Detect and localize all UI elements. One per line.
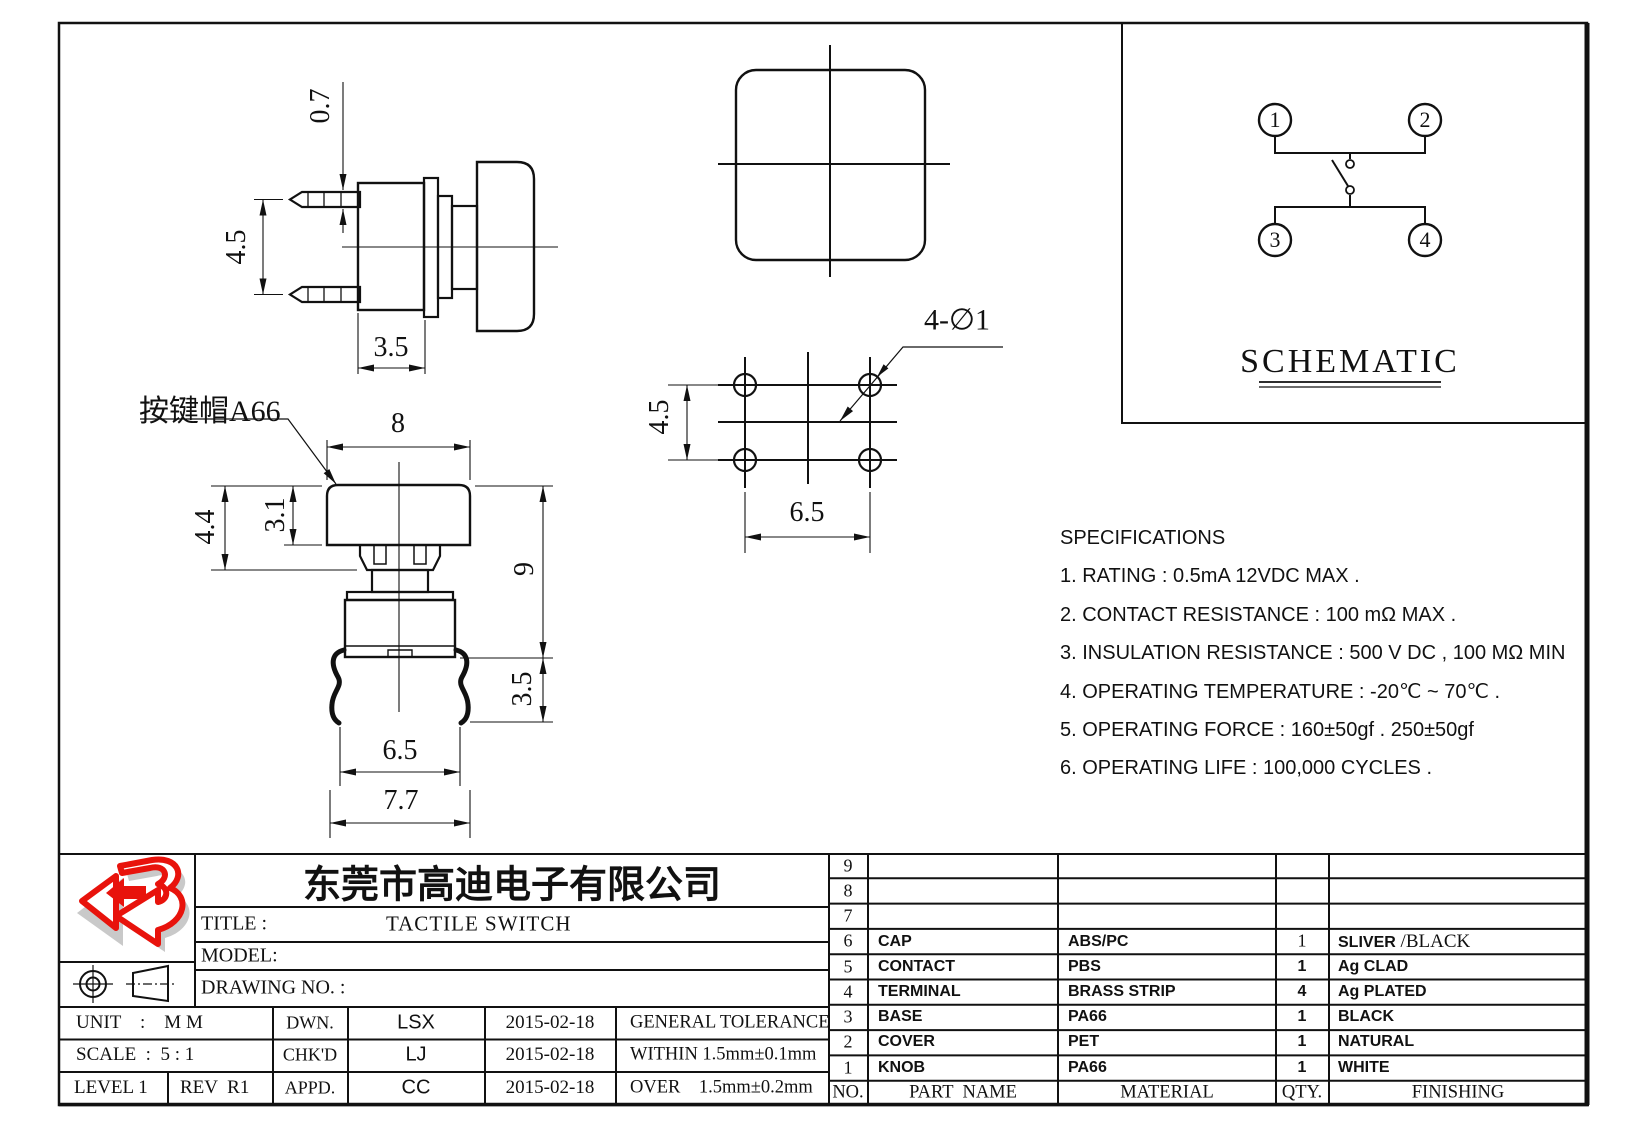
spec-item: 6. OPERATING LIFE : 100,000 CYCLES . [1060,757,1433,780]
dwn-label: DWN. [286,1012,334,1033]
header-material: MATERIAL [1120,1082,1214,1103]
part-finishing: NATURAL [1338,1033,1415,1050]
title-value: TACTILE SWITCH [386,911,572,936]
part-qty: 1 [1297,930,1307,951]
part-row-no: 1 [843,1057,853,1078]
part-finishing: Ag PLATED [1338,983,1427,1000]
part-finishing: SLIVER /BLACK [1338,931,1470,953]
part-finishing: WHITE [1338,1059,1390,1076]
dim-hole-callout: 4-∅1 [923,303,991,337]
part-qty: 1 [1297,1033,1307,1050]
dim-total-height: 9 [509,562,540,576]
part-qty: 4 [1297,983,1307,1000]
part-row-no: 4 [843,981,853,1002]
spec-item: 4. OPERATING TEMPERATURE : -20℃ ~ 70℃ . [1060,680,1501,703]
dim-pin-pitch: 4.5 [221,229,252,265]
part-material: PA66 [1068,1059,1107,1076]
part-name: BASE [878,1008,923,1025]
title-block-grid [59,853,1587,1104]
dwn-date: 2015-02-18 [505,1012,595,1033]
part-material: PET [1068,1033,1100,1050]
scale-field: SCALE : 5 : 1 [76,1044,195,1065]
appd-date: 2015-02-18 [505,1077,595,1098]
spec-item: 2. CONTACT RESISTANCE : 100 mΩ MAX . [1060,603,1457,626]
part-material: BRASS STRIP [1068,983,1176,1000]
projection-symbol [73,964,176,1003]
header-qty: QTY. [1281,1082,1323,1103]
chk-date: 2015-02-18 [505,1044,595,1065]
schematic-box [1121,23,1587,424]
part-finishing: Ag CLAD [1338,958,1409,975]
bottom-view [668,346,1003,553]
schematic-pin-1: 1 [1269,107,1281,132]
part-name: KNOB [878,1059,926,1076]
part-material: PA66 [1068,1008,1107,1025]
finish-main: SLIVER [1338,934,1396,951]
dwn-name: LSX [397,1011,435,1034]
part-name: CONTACT [878,958,956,975]
tolerance-within: WITHIN 1.5mm±0.1mm [630,1044,817,1065]
part-name: CAP [878,933,912,950]
part-row-no: 7 [843,905,853,926]
front-view [140,418,553,838]
appd-label: APPD. [284,1077,336,1098]
part-row-no: 5 [843,956,853,977]
finish-alt: /BLACK [1395,931,1471,952]
part-material: PBS [1068,958,1101,975]
company-logo [77,856,190,952]
part-row-no: 9 [843,855,853,876]
unit-field: UNIT : M M [76,1012,203,1033]
dim-pin-thickness: 0.7 [305,88,336,124]
general-tolerance-title: GENERAL TOLERANCE [630,1012,830,1033]
schematic-title: SCHEMATIC [1240,343,1460,380]
appd-name: CC [401,1076,431,1099]
schematic-pin-2: 2 [1419,107,1431,132]
part-name: COVER [878,1033,935,1050]
dim-lead-span: 7.7 [383,785,419,816]
part-material: ABS/PC [1068,933,1129,950]
cap-note-label: 按键帽A66 [139,395,281,428]
header-part-name: PART NAME [909,1082,1017,1103]
tolerance-over: OVER 1.5mm±0.2mm [630,1077,813,1098]
spec-item: 5. OPERATING FORCE : 160±50gf . 250±50gf [1060,719,1474,742]
part-row-no: 8 [843,880,853,901]
spec-item: 3. INSULATION RESISTANCE : 500 V DC , 10… [1060,642,1566,665]
dim-body-width-front: 6.5 [382,735,418,766]
specifications: SPECIFICATIONS 1. RATING : 0.5mA 12VDC M… [1060,519,1565,788]
schematic-pin-3: 3 [1269,227,1281,252]
part-qty: 1 [1297,1059,1307,1076]
part-row-no: 6 [843,930,853,951]
rev-field: REV R1 [180,1077,250,1098]
dim-cap-width: 8 [391,408,405,439]
side-view [254,82,558,374]
part-row-no: 3 [843,1006,853,1027]
dim-cap-assembly-height: 4.4 [190,509,221,545]
top-view [718,45,950,277]
part-qty: 1 [1297,958,1307,975]
page-border [57,21,1590,1107]
company-name: 东莞市高迪电子有限公司 [302,864,722,907]
chk-label: CHK'D [282,1044,338,1065]
part-name: TERMINAL [878,983,961,1000]
dim-body-width-side: 3.5 [373,332,409,363]
part-row-no: 2 [843,1031,853,1052]
part-finishing: BLACK [1338,1008,1394,1025]
dim-bottom-pitch-h: 6.5 [789,497,825,528]
spec-item: 1. RATING : 0.5mA 12VDC MAX . [1060,565,1360,588]
header-finishing: FINISHING [1411,1082,1505,1103]
part-qty: 1 [1297,1008,1307,1025]
chk-name: LJ [405,1043,427,1066]
drawing-no-label: DRAWING NO. : [201,976,346,999]
dim-cap-height: 3.1 [260,497,291,533]
dim-leg-height: 3.5 [507,671,538,707]
schematic-pin-4: 4 [1419,227,1431,252]
header-no: NO. [832,1082,864,1103]
title-label: TITLE : [201,912,268,935]
dim-bottom-pitch-v: 4.5 [644,399,675,435]
level-field: LEVEL 1 [74,1077,148,1098]
specifications-title: SPECIFICATIONS [1060,527,1226,549]
model-label: MODEL: [201,944,278,967]
